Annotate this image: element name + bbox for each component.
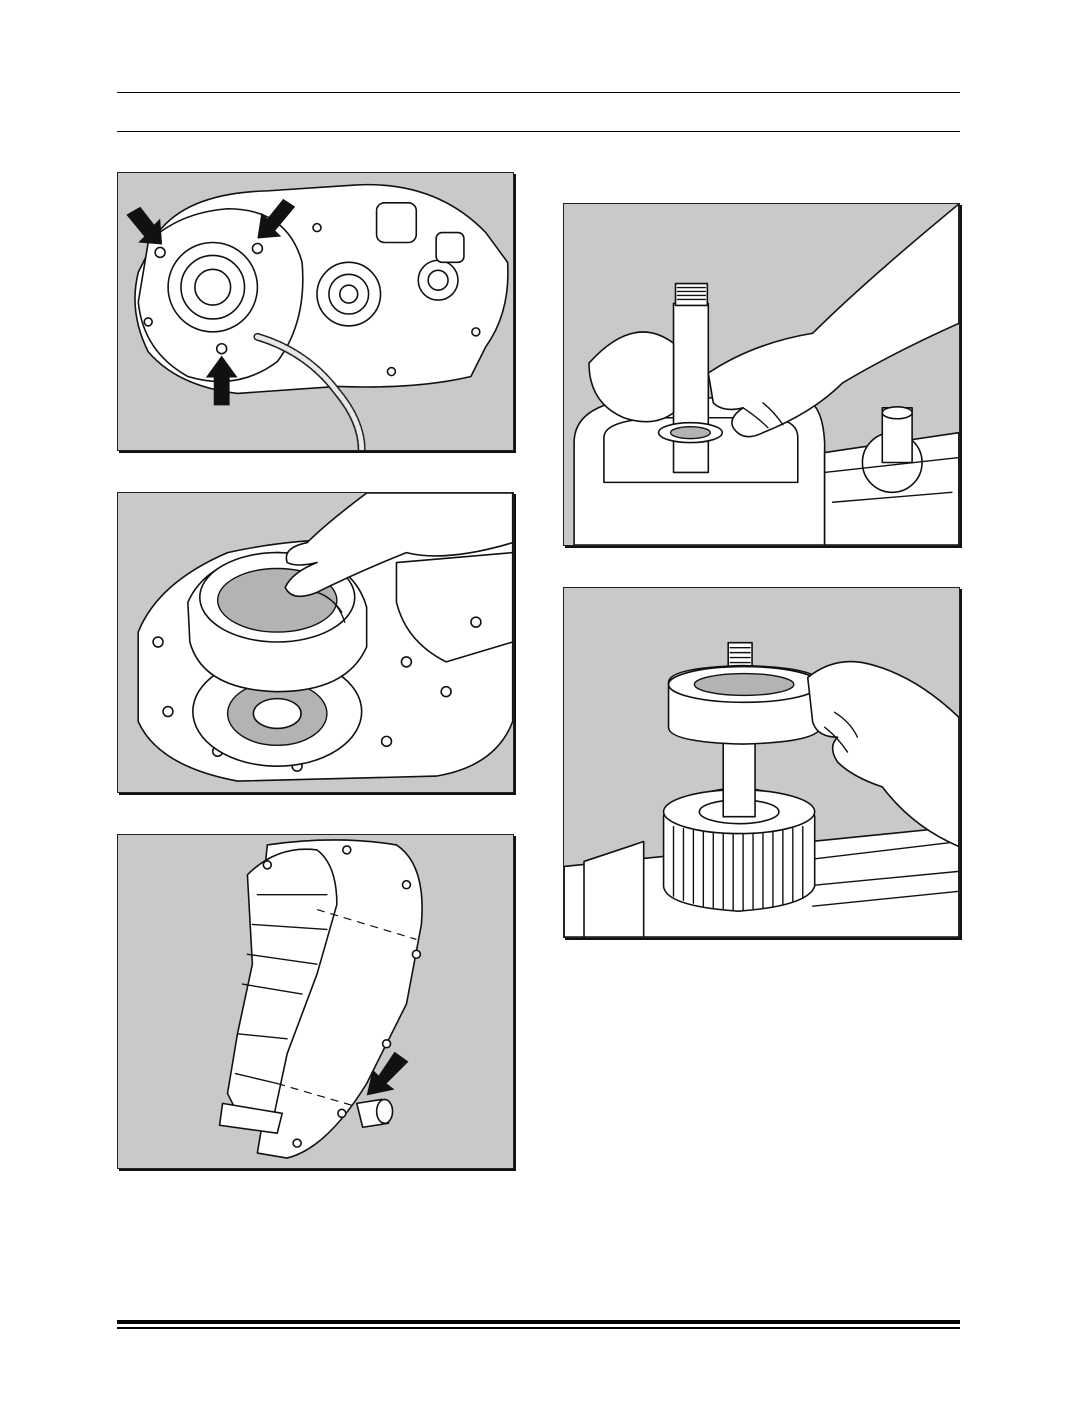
header-rule-bottom — [117, 131, 960, 132]
figure-shaft-seal — [563, 203, 960, 546]
rear-case-bolts-illustration — [126, 183, 509, 450]
footer-rule-thin — [117, 1327, 960, 1329]
header-rule-top — [117, 92, 960, 93]
sprocket-lift-illustration — [564, 641, 959, 937]
case-sleeve-illustration — [218, 839, 423, 1159]
figure-case-sleeve — [117, 834, 514, 1169]
ring-removal-illustration — [137, 493, 513, 782]
footer-rule-thick — [117, 1320, 960, 1324]
figure-sprocket-lift — [563, 587, 960, 938]
shaft-seal-illustration — [573, 204, 959, 545]
figure-ring-removal — [117, 492, 514, 793]
figure-rear-case-bolts — [117, 172, 514, 451]
